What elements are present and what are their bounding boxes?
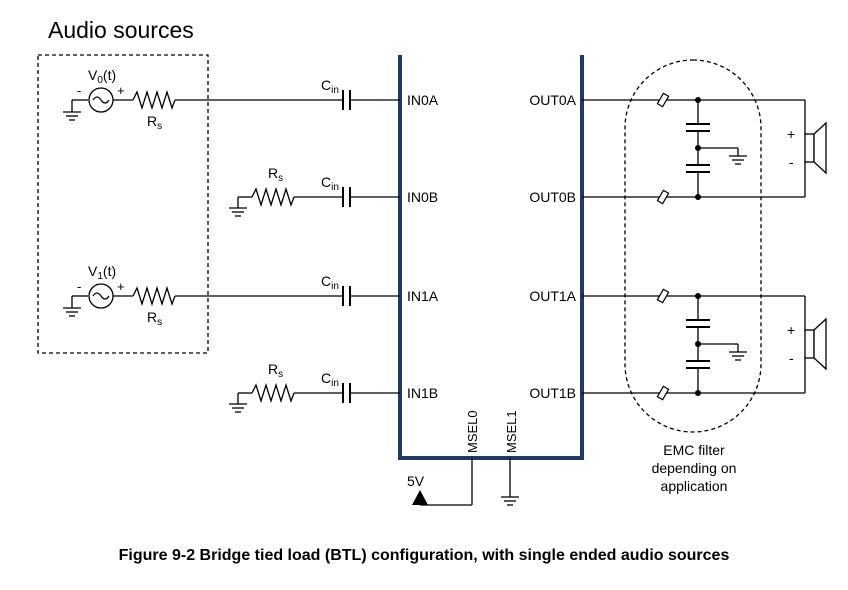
pin-in0b: IN0B: [407, 189, 438, 205]
source-resistor-icon: [132, 285, 176, 307]
svg-text:V0(t): V0(t): [88, 67, 116, 86]
speaker-plus-label: +: [787, 322, 795, 338]
pin-msel0: MSEL0: [465, 410, 480, 453]
ground-icon: [62, 307, 82, 317]
pin-out0a: OUT0A: [529, 92, 576, 108]
speaker-minus-label: -: [789, 154, 794, 170]
ground-icon: [228, 403, 248, 413]
svg-text:Cin: Cin: [321, 77, 339, 96]
emc-filter-label-line2: depending on: [652, 460, 737, 476]
ground-resistor-0: Rs: [228, 165, 342, 217]
ground-icon: [62, 111, 82, 121]
resistor-label: R: [147, 309, 157, 325]
emc-filter-label-line3: application: [661, 478, 728, 494]
resistor-subscript: s: [157, 317, 162, 328]
resistor-label: R: [147, 113, 157, 129]
speaker-icon: [804, 329, 815, 359]
audio-source-1: - + V1(t) Rs: [62, 263, 342, 328]
svg-text:Rs: Rs: [268, 165, 283, 184]
audio-sources-title: Audio sources: [48, 17, 194, 43]
svg-text:V1(t): V1(t): [88, 263, 116, 282]
supply-label: 5V: [407, 473, 425, 489]
audio-sources-box: [37, 54, 209, 354]
emc-filter-label-line1: EMC filter: [663, 442, 725, 458]
svg-text:Rs: Rs: [147, 309, 162, 328]
speaker-plus-label: +: [787, 126, 795, 142]
svg-text:Cin: Cin: [321, 370, 339, 389]
voltage-subscript: 1: [97, 271, 103, 282]
resistor-subscript: s: [157, 121, 162, 132]
speaker-icon: [804, 133, 815, 163]
ferrite-bead-icon: [656, 92, 670, 108]
capacitor-label: C: [321, 370, 331, 386]
voltage-label: V: [88, 67, 98, 83]
audio-source-0: - + V0(t) Rs: [62, 67, 342, 132]
capacitor-label: C: [321, 174, 331, 190]
capacitor-subscript: in: [331, 281, 339, 292]
voltage-suffix: (t): [103, 67, 116, 83]
figure-caption: Figure 9-2 Bridge tied load (BTL) config…: [119, 547, 730, 564]
capacitor-subscript: in: [331, 378, 339, 389]
supply-arrow-icon: [412, 490, 428, 505]
capacitor-label: C: [321, 77, 331, 93]
source-plus-label: +: [117, 83, 125, 98]
input-capacitor-1: Cin: [321, 174, 400, 207]
ferrite-bead-icon: [656, 288, 670, 304]
source-resistor-icon: [132, 89, 176, 111]
voltage-suffix: (t): [103, 263, 116, 279]
ferrite-bead-icon: [656, 385, 670, 401]
emc-filter-outline: [624, 59, 762, 433]
svg-text:Cin: Cin: [321, 273, 339, 292]
resistor-label: R: [268, 361, 278, 377]
msel1-ground-connection: [500, 458, 520, 506]
output-channel-0: + -: [582, 92, 827, 205]
pin-in1b: IN1B: [407, 385, 438, 401]
input-capacitor-2: Cin: [321, 273, 400, 306]
speaker-minus-label: -: [789, 350, 794, 366]
voltage-label: V: [88, 263, 98, 279]
source-minus-label: -: [77, 83, 81, 98]
pin-msel1: MSEL1: [504, 410, 519, 453]
input-resistor-icon: [251, 382, 295, 404]
capacitor-label: C: [321, 273, 331, 289]
svg-text:Rs: Rs: [147, 113, 162, 132]
resistor-subscript: s: [278, 173, 283, 184]
pin-out0b: OUT0B: [529, 189, 576, 205]
pin-out1a: OUT1A: [529, 288, 576, 304]
input-resistor-icon: [251, 186, 295, 208]
amplifier-chip-outline: [398, 55, 584, 460]
ground-icon: [728, 351, 748, 361]
source-plus-label: +: [117, 279, 125, 294]
capacitor-subscript: in: [331, 182, 339, 193]
svg-text:Cin: Cin: [321, 174, 339, 193]
pin-in1a: IN1A: [407, 288, 439, 304]
pin-out1b: OUT1B: [529, 385, 576, 401]
resistor-label: R: [268, 165, 278, 181]
voltage-subscript: 0: [97, 75, 103, 86]
msel0-supply-connection: 5V: [407, 458, 473, 506]
ground-resistor-1: Rs: [228, 361, 342, 413]
input-capacitor-0: Cin: [321, 77, 400, 110]
ground-icon: [500, 496, 520, 506]
output-channel-1: + -: [582, 288, 827, 401]
ferrite-bead-icon: [656, 189, 670, 205]
source-minus-label: -: [77, 279, 81, 294]
input-capacitor-3: Cin: [321, 370, 400, 403]
ground-icon: [728, 155, 748, 165]
svg-text:Rs: Rs: [268, 361, 283, 380]
pin-in0a: IN0A: [407, 92, 439, 108]
ground-icon: [228, 207, 248, 217]
resistor-subscript: s: [278, 369, 283, 380]
capacitor-subscript: in: [331, 85, 339, 96]
